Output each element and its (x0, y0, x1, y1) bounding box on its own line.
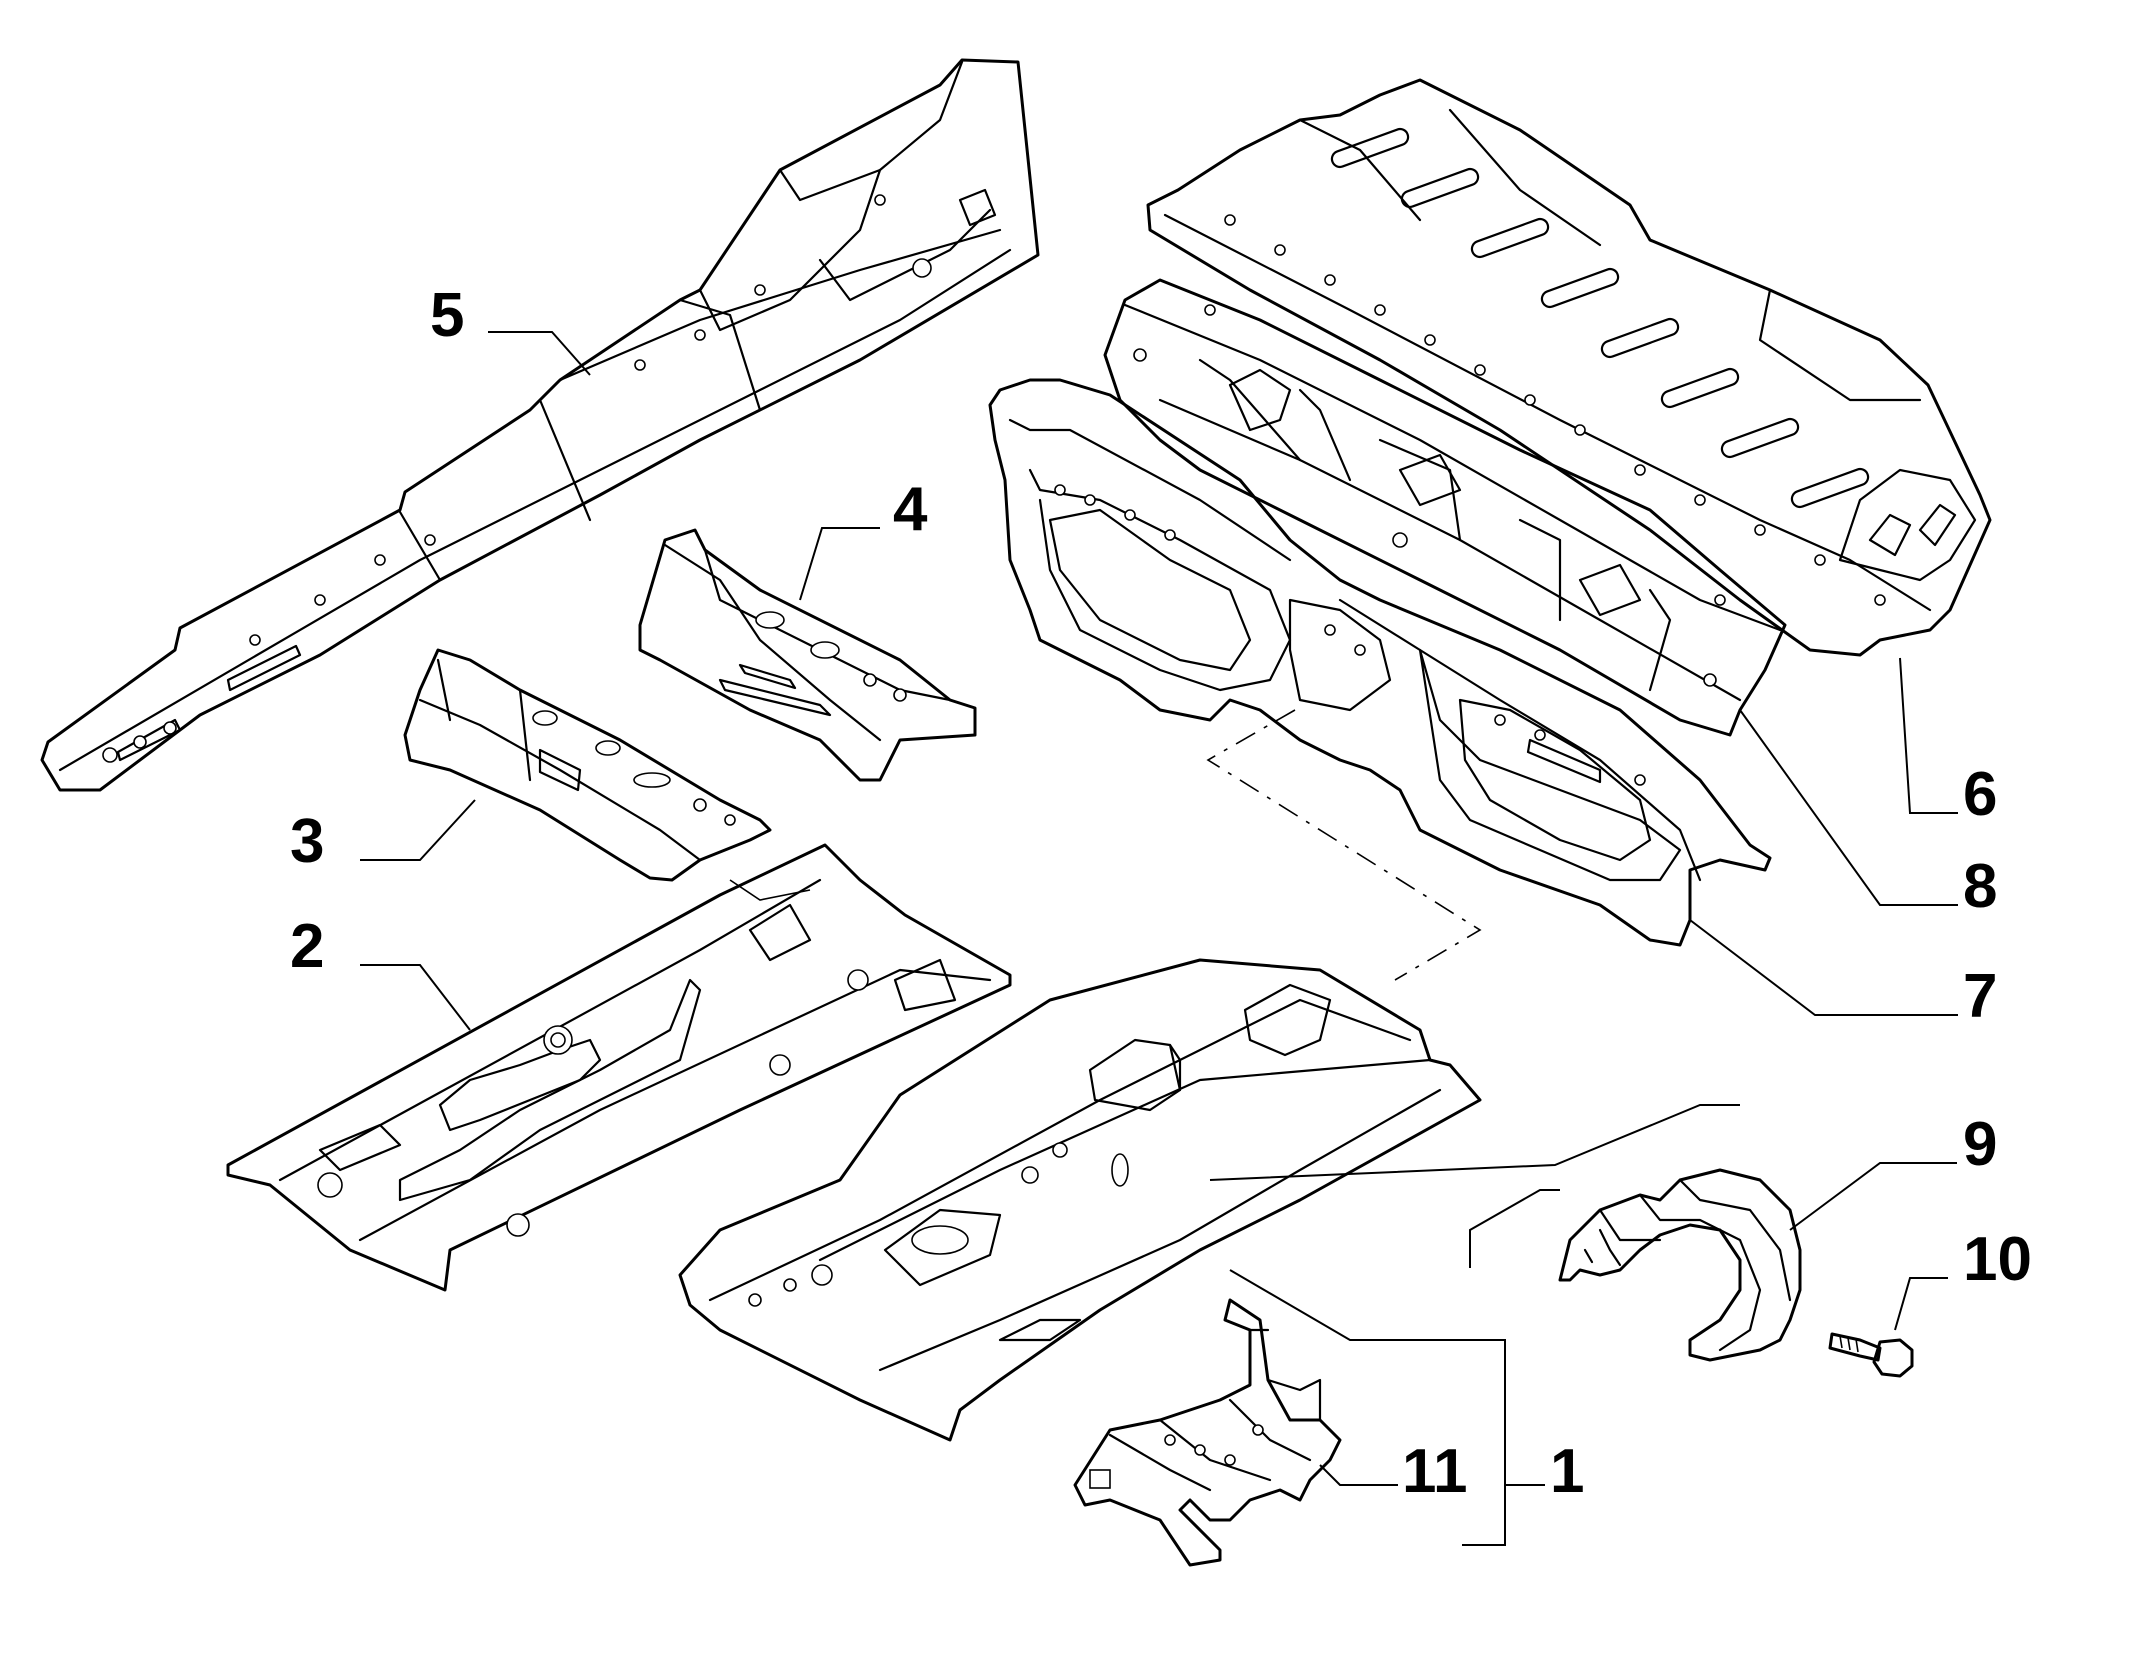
leader-9 (1789, 1162, 1957, 1231)
callout-3: 3 (290, 807, 324, 876)
leader-4 (799, 527, 880, 601)
leader-lines (360, 331, 1958, 1546)
leader-1 (1229, 1269, 1545, 1486)
leader-9-to-floor-2 (1469, 1189, 1560, 1268)
callout-8: 8 (1963, 852, 1997, 921)
leader-8 (1739, 709, 1958, 906)
callout-6: 6 (1963, 760, 1997, 829)
leader-7 (1689, 919, 1958, 1016)
part-7-rear-crossmember[interactable] (988, 378, 1772, 947)
callout-2: 2 (290, 912, 324, 981)
part-9-heat-shield[interactable] (1558, 1168, 1802, 1362)
leader-6 (1899, 657, 1958, 814)
callout-10: 10 (1963, 1225, 2032, 1294)
part-1-central-floor[interactable] (678, 958, 1482, 1442)
leader-2 (360, 964, 471, 1031)
callout-labels: 5 4 3 2 6 8 7 9 10 11 1 (290, 281, 2032, 1506)
part-11-bracket[interactable] (1073, 1298, 1342, 1567)
part-2-front-floor[interactable] (226, 843, 1012, 1292)
callout-5: 5 (430, 281, 464, 350)
leader-5 (488, 331, 591, 376)
part-4-crossmember[interactable] (638, 528, 977, 782)
part-5-side-rail[interactable] (40, 58, 1040, 792)
part-3-crossmember[interactable] (403, 648, 772, 882)
callout-7: 7 (1963, 962, 1997, 1031)
part-10-bolt[interactable] (1828, 1332, 1914, 1378)
callout-9: 9 (1963, 1110, 1997, 1179)
assembly-line (1206, 709, 1482, 981)
callout-1: 1 (1550, 1437, 1584, 1506)
leader-1-bottom (1462, 1485, 1506, 1546)
leader-10 (1894, 1277, 1948, 1331)
part-8-heel-crossmember[interactable] (1103, 278, 1787, 737)
callout-11: 11 (1402, 1437, 1468, 1506)
leader-9-to-floor (1209, 1104, 1740, 1181)
part-6-rear-floor[interactable] (1146, 78, 1992, 657)
callout-4: 4 (893, 475, 928, 544)
leader-3 (360, 799, 476, 861)
leader-11 (1319, 1464, 1398, 1486)
